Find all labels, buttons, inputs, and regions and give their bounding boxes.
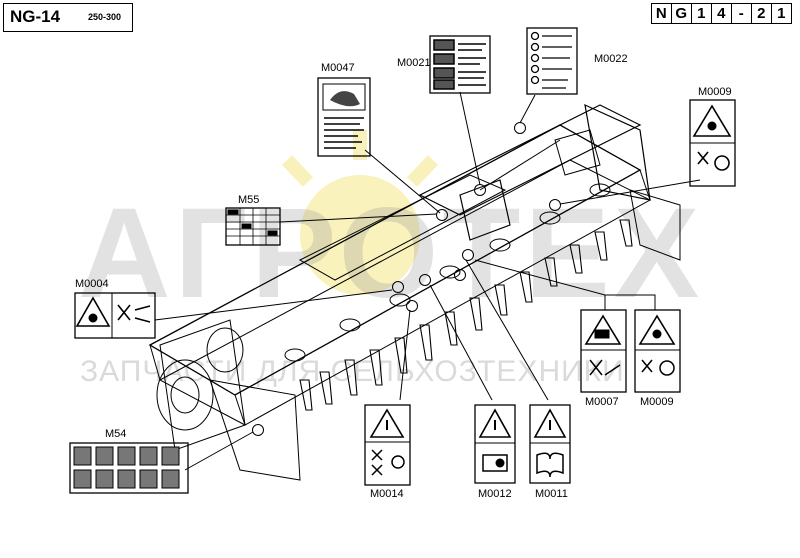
label-m0009-top: M0009 [698, 86, 732, 98]
drawing-code: N G 1 4 - 2 1 [650, 3, 792, 24]
code-cell: 4 [710, 3, 732, 24]
label-m0011: M0011 [535, 488, 568, 500]
decal-m0011 [529, 404, 571, 484]
decal-m54 [69, 442, 189, 494]
decal-m55 [225, 207, 281, 246]
harrow-tines [299, 219, 633, 411]
label-m0047: M0047 [321, 62, 355, 74]
watermark-logo: АГРОТЕХ [78, 182, 704, 325]
leader-lines [154, 91, 701, 471]
label-m0009-bottom: M0009 [640, 396, 674, 408]
decal-m0007 [580, 309, 627, 393]
label-m54: M54 [105, 428, 127, 440]
decal-locations [252, 122, 561, 436]
label-m0004: M0004 [75, 278, 109, 290]
decal-m0009-top [689, 99, 736, 187]
harrow-frame [148, 103, 681, 481]
label-m0007: M0007 [585, 396, 619, 408]
label-m55: M55 [238, 194, 260, 206]
decal-m0012 [474, 404, 516, 484]
model-header-box: NG-14 250-300 [3, 3, 133, 32]
model-title: NG-14 [10, 7, 61, 26]
code-cell: G [670, 3, 692, 24]
model-range: 250-300 [88, 12, 122, 22]
label-m0014: M0014 [370, 488, 404, 500]
label-m0012: M0012 [478, 488, 512, 500]
code-cell: 2 [750, 3, 772, 24]
label-m0021: M0021 [397, 57, 431, 69]
decal-m0047 [317, 77, 371, 157]
code-cell: 1 [770, 3, 792, 24]
gearbox [459, 129, 601, 241]
decal-m0004 [74, 292, 156, 339]
decal-m0022 [526, 27, 578, 95]
code-cell: - [730, 3, 752, 24]
label-m0022: M0022 [594, 53, 628, 65]
rotor-housings [284, 183, 611, 362]
code-cell: 1 [690, 3, 712, 24]
code-cell: N [650, 3, 672, 24]
decal-m0021 [429, 35, 491, 94]
decal-m0009-bottom [634, 309, 681, 393]
decal-m0014 [364, 404, 411, 486]
